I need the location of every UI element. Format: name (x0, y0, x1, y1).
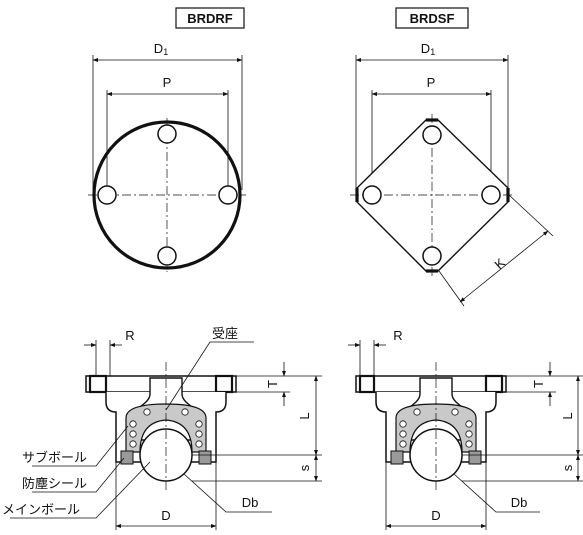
sub-ball (129, 420, 137, 428)
d1-label: D1 (154, 41, 168, 57)
d1-letter: D (154, 41, 163, 56)
mount-hole (422, 125, 442, 145)
l-label: L (297, 412, 312, 419)
sub-ball (129, 430, 137, 438)
l-label: L (560, 412, 575, 419)
sub-ball (129, 440, 137, 448)
mount-hole (157, 246, 177, 266)
main-ball-leader (10, 461, 151, 519)
brdsf-title: BRDSF (410, 11, 455, 26)
r-label: R (393, 328, 402, 343)
seat-callout: 受座 (212, 327, 238, 342)
t-label: T (531, 380, 546, 388)
k-dim-line (459, 230, 549, 303)
sub-ball (399, 420, 407, 428)
brdrf-title-box (175, 7, 245, 29)
dust-seal (120, 450, 134, 465)
sub-ball (465, 430, 473, 438)
dust-seal (468, 450, 482, 465)
sub-ball-leader (32, 425, 129, 467)
p-label: P (427, 75, 436, 90)
brdrf-title: BRDRF (187, 11, 233, 26)
d1-subscript: 1 (430, 47, 435, 57)
sub-ball (413, 408, 421, 416)
db-label: Db (511, 495, 528, 510)
sub-ball (465, 440, 473, 448)
d1-subscript: 1 (163, 47, 168, 57)
brdrf-section-view: R T L (2, 327, 322, 530)
main-ball-callout: メインボール (2, 503, 80, 518)
sub-ball (399, 430, 407, 438)
brdsf-title-box (395, 7, 469, 29)
counterbore-hole (358, 374, 376, 394)
r-label: R (125, 328, 134, 343)
p-label: P (163, 75, 172, 90)
brdrf-top-view: BRDRF D1 P (88, 7, 246, 272)
brdsf-section-view: R T L (348, 328, 583, 530)
counterbore-hole (484, 374, 504, 394)
mount-hole (157, 124, 177, 144)
k-ext-lower (438, 270, 465, 307)
sub-ball (195, 440, 203, 448)
sub-ball (143, 408, 151, 416)
db-leader (453, 473, 540, 513)
mount-hole (481, 185, 501, 205)
sub-ball (399, 440, 407, 448)
dust-seal (390, 450, 404, 465)
k-label: K (491, 255, 508, 272)
counterbore-hole (214, 374, 234, 394)
seat-leader (165, 341, 254, 411)
mount-hole (97, 185, 117, 205)
s-label: s (297, 464, 312, 471)
sub-ball (465, 420, 473, 428)
t-label: T (265, 380, 280, 388)
counterbore-hole (88, 374, 108, 394)
d1-label: D1 (421, 41, 435, 57)
mount-hole (218, 185, 238, 205)
sub-ball-callout: サブボール (22, 450, 87, 466)
mount-hole (362, 185, 382, 205)
d1-letter: D (421, 41, 430, 56)
brdsf-top-view: BRDSF D1 P K (350, 7, 554, 307)
db-leader (183, 473, 272, 513)
k-ext-upper (508, 194, 554, 237)
s-label: s (560, 464, 575, 471)
dust-seal (198, 450, 212, 465)
sub-ball (195, 420, 203, 428)
sub-ball (181, 408, 189, 416)
db-label: Db (242, 495, 259, 510)
sub-ball (195, 430, 203, 438)
d-label: D (431, 508, 440, 523)
seal-callout: 防塵シール (22, 476, 87, 492)
d-label: D (161, 508, 170, 523)
seal-leader (32, 457, 125, 493)
sub-ball (451, 408, 459, 416)
mount-hole (422, 246, 442, 266)
